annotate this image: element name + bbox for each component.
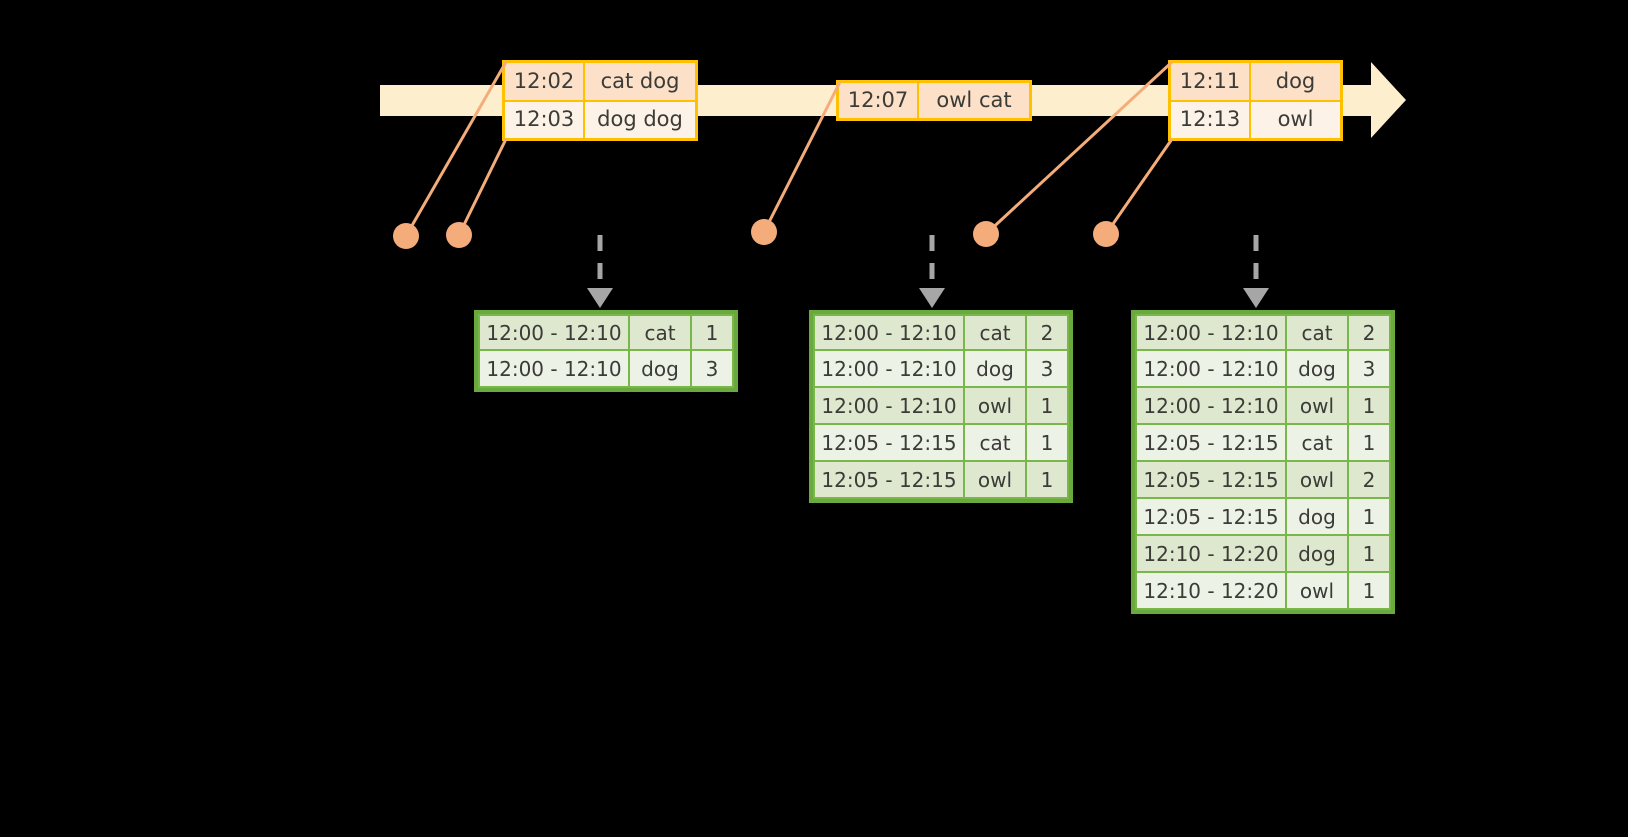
window-cell: 12:00 - 12:10: [1135, 351, 1287, 388]
word-cell: dog: [965, 351, 1027, 388]
window-cell: 12:00 - 12:10: [478, 351, 630, 388]
event-time: 12:13: [1171, 101, 1249, 138]
connector-dot: [973, 221, 999, 247]
count-cell: 2: [1349, 462, 1391, 499]
connector-line: [1104, 138, 1174, 235]
count-cell: 1: [1027, 462, 1069, 499]
event-words: owl: [1249, 101, 1340, 138]
connector-dot: [446, 222, 472, 248]
drop-arrow-icon: [587, 288, 613, 308]
count-cell: 1: [1027, 388, 1069, 425]
timeline-event-row: 12:11 dog: [1171, 63, 1340, 100]
window-cell: 12:00 - 12:10: [813, 388, 965, 425]
window-cell: 12:05 - 12:15: [1135, 499, 1287, 536]
word-cell: owl: [1287, 573, 1349, 610]
count-cell: 1: [1349, 425, 1391, 462]
event-time: 12:03: [505, 101, 583, 138]
event-words: dog: [1249, 63, 1340, 100]
word-cell: dog: [1287, 351, 1349, 388]
word-cell: owl: [1287, 462, 1349, 499]
timeline-event-row: 12:13 owl: [1171, 99, 1340, 138]
drop-arrow-icon: [1243, 288, 1269, 308]
word-cell: cat: [1287, 314, 1349, 351]
event-words: owl cat: [917, 83, 1029, 118]
word-cell: cat: [1287, 425, 1349, 462]
word-cell: cat: [630, 314, 692, 351]
timeline-event-box-1[interactable]: 12:02 cat dog 12:03 dog dog: [502, 60, 698, 141]
timeline-event-row: 12:03 dog dog: [505, 99, 695, 138]
connector-dot: [751, 219, 777, 245]
event-time: 12:02: [505, 63, 583, 100]
count-cell: 3: [692, 351, 734, 388]
timeline-arrow-icon: [1371, 62, 1406, 138]
count-cell: 1: [1349, 536, 1391, 573]
timeline-event-box-2[interactable]: 12:07 owl cat: [836, 80, 1032, 121]
timeline-event-box-3[interactable]: 12:11 dog 12:13 owl: [1168, 60, 1343, 141]
count-cell: 3: [1027, 351, 1069, 388]
count-cell: 1: [1349, 388, 1391, 425]
count-cell: 1: [692, 314, 734, 351]
window-cell: 12:10 - 12:20: [1135, 573, 1287, 610]
event-time: 12:11: [1171, 63, 1249, 100]
window-cell: 12:00 - 12:10: [1135, 388, 1287, 425]
count-cell: 3: [1349, 351, 1391, 388]
word-cell: dog: [1287, 536, 1349, 573]
connector-line: [457, 138, 508, 236]
count-cell: 1: [1349, 499, 1391, 536]
count-cell: 1: [1349, 573, 1391, 610]
word-cell: cat: [965, 425, 1027, 462]
word-cell: owl: [965, 462, 1027, 499]
window-cell: 12:05 - 12:15: [813, 425, 965, 462]
word-cell: dog: [630, 351, 692, 388]
word-cell: cat: [965, 314, 1027, 351]
count-cell: 2: [1027, 314, 1069, 351]
window-cell: 12:05 - 12:15: [813, 462, 965, 499]
word-cell: owl: [965, 388, 1027, 425]
connector-dot: [393, 223, 419, 249]
event-time: 12:07: [839, 83, 917, 118]
window-cell: 12:00 - 12:10: [1135, 314, 1287, 351]
word-cell: dog: [1287, 499, 1349, 536]
window-cell: 12:00 - 12:10: [813, 314, 965, 351]
word-cell: owl: [1287, 388, 1349, 425]
window-cell: 12:00 - 12:10: [478, 314, 630, 351]
window-cell: 12:05 - 12:15: [1135, 425, 1287, 462]
count-cell: 2: [1349, 314, 1391, 351]
event-words: dog dog: [583, 101, 695, 138]
timeline-event-row: 12:02 cat dog: [505, 63, 695, 100]
window-cell: 12:10 - 12:20: [1135, 536, 1287, 573]
timeline-event-row: 12:07 owl cat: [839, 83, 1029, 118]
connector-dot: [1093, 221, 1119, 247]
drop-arrow-icon: [919, 288, 945, 308]
window-cell: 12:05 - 12:15: [1135, 462, 1287, 499]
window-cell: 12:00 - 12:10: [813, 351, 965, 388]
event-words: cat dog: [583, 63, 695, 100]
count-cell: 1: [1027, 425, 1069, 462]
